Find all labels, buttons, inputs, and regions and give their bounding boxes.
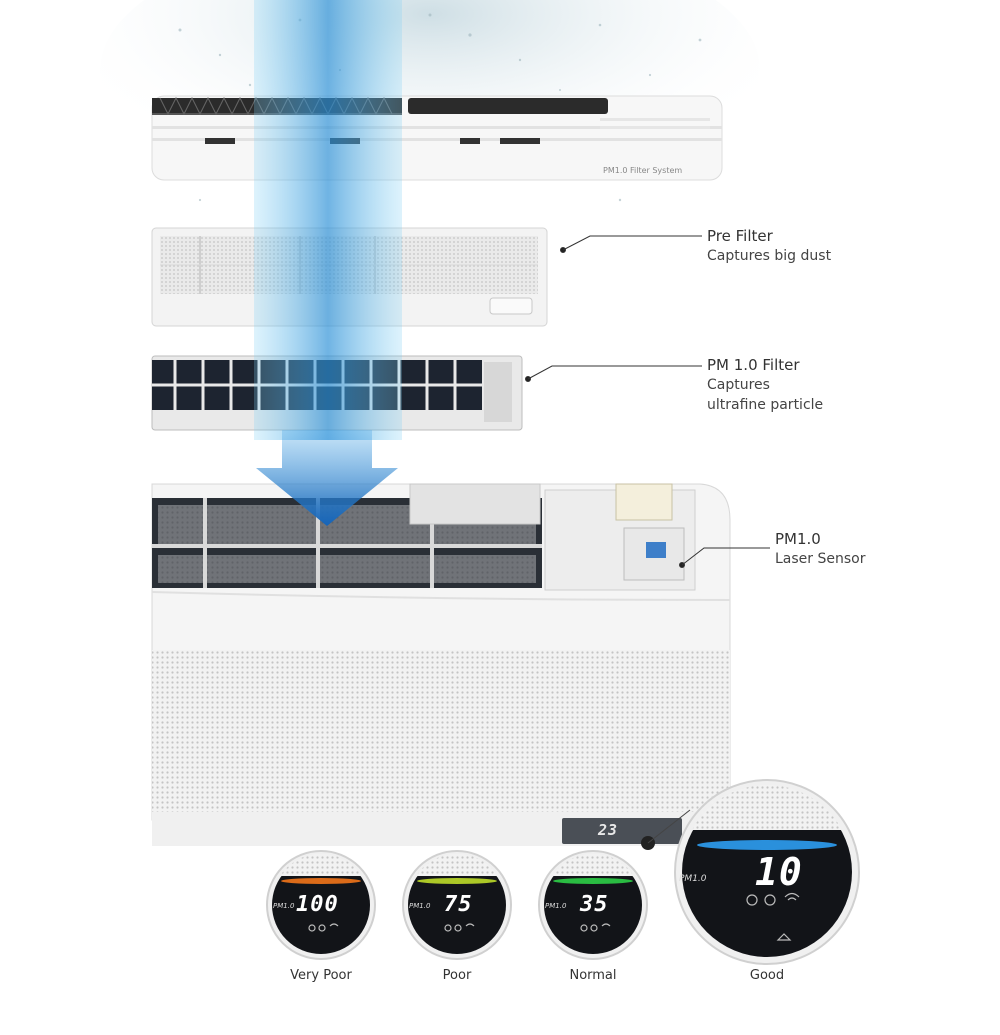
callout-line: Laser Sensor xyxy=(775,551,866,567)
gauge-value: 10 xyxy=(755,850,803,894)
gauge-label-normal: Normal xyxy=(569,968,617,983)
gauge-glow-bar xyxy=(417,878,497,884)
gauge-value: 35 xyxy=(580,892,609,917)
airflow-beam xyxy=(254,0,402,440)
gauge-speaker-meshes xyxy=(280,784,842,876)
gauge-value: 75 xyxy=(444,892,473,917)
callout-title: PM1.0 xyxy=(775,530,821,548)
panel-brand-text: PM1.0 Filter System xyxy=(603,166,683,175)
callout-line: Captures xyxy=(707,377,770,393)
gauge-glows xyxy=(281,840,837,884)
gauge-tag: PM1.0 xyxy=(679,874,707,884)
gauge-glow-bar xyxy=(281,878,361,884)
gauge-label-very-poor: Very Poor xyxy=(290,968,352,983)
gauge-label-poor: Poor xyxy=(442,968,472,983)
lcd-status-icons xyxy=(308,892,800,941)
callout-pre-filter: Pre Filter Captures big dust xyxy=(707,226,831,266)
gauge-tag: PM1.0 xyxy=(409,902,431,910)
unit-display-value: 23 xyxy=(598,821,619,839)
callout-line: ultrafine particle xyxy=(707,397,824,413)
callout-laser-sensor: PM1.0 Laser Sensor xyxy=(775,529,865,569)
gauge-tag: PM1.0 xyxy=(273,902,295,910)
gauge-value: 100 xyxy=(296,892,339,917)
air-conditioner-body xyxy=(151,483,731,846)
callout-pm10-filter: PM 1.0 Filter Captures ultrafine particl… xyxy=(707,355,823,415)
gauge-glow-bar xyxy=(697,840,837,850)
callout-title: Pre Filter xyxy=(707,227,773,245)
callout-line: Captures big dust xyxy=(707,248,832,264)
gauge-label-good: Good xyxy=(749,968,785,983)
down-arrow-icon xyxy=(256,430,398,526)
callout-lines xyxy=(525,235,770,568)
gauge-glow-bar xyxy=(553,878,633,884)
callout-title: PM 1.0 Filter xyxy=(707,356,800,374)
gauge-tag: PM1.0 xyxy=(545,902,567,910)
